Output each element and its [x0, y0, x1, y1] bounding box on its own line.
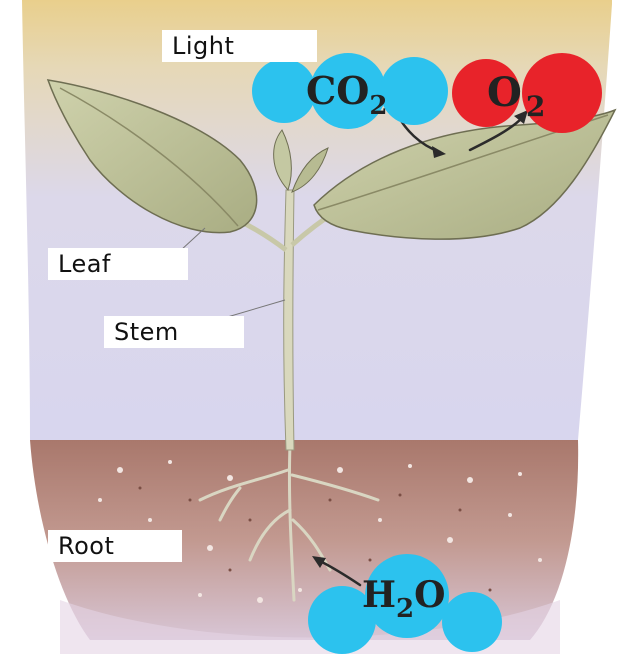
stem-label: Stem [104, 316, 244, 348]
root-label: Root [48, 530, 182, 562]
h2o-subscript: 2 [396, 594, 414, 624]
co2-molecule: CO2 [252, 53, 448, 129]
o2-subscript: 2 [526, 90, 545, 123]
h2o-pre: H [362, 574, 396, 616]
stem [284, 190, 294, 450]
co2-subscript: 2 [369, 91, 387, 121]
o2-main: O [487, 69, 522, 116]
co2-main: CO [306, 68, 369, 113]
h2o-post: O [414, 574, 445, 616]
leaf-label: Leaf [48, 248, 188, 280]
light-label: Light [162, 30, 317, 62]
